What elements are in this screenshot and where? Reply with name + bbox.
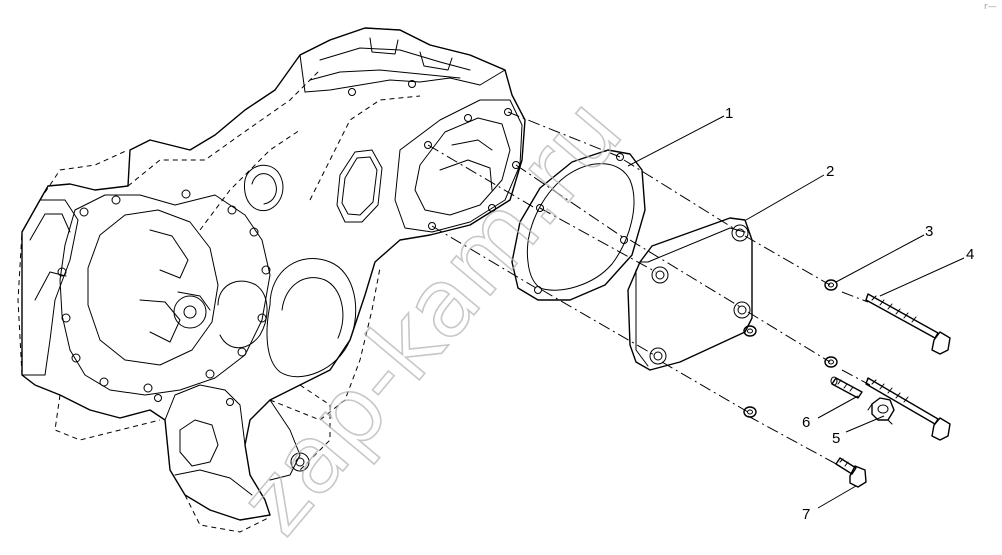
stud-bolt — [830, 376, 863, 399]
gear-housing — [17, 27, 526, 533]
callout-label-2: 2 — [826, 163, 834, 180]
long-bolt-upper — [865, 293, 951, 355]
callout-label-3: 3 — [925, 223, 933, 240]
assembly-lines — [427, 111, 871, 467]
callout-label-6: 6 — [802, 414, 810, 431]
gasket — [511, 149, 646, 301]
callout-label-4: 4 — [966, 246, 974, 263]
short-bolt — [835, 457, 867, 488]
callout-label-1: 1 — [725, 105, 733, 122]
corner-mark: r— — [984, 2, 997, 12]
callout-label-7: 7 — [802, 506, 810, 523]
leader-lines — [627, 115, 965, 509]
callout-labels: 1 2 3 4 6 5 7 — [725, 105, 974, 523]
callout-label-5: 5 — [832, 430, 840, 447]
washer-group — [743, 279, 838, 418]
long-bolt-lower — [865, 377, 951, 441]
cover-plate — [627, 217, 753, 371]
flange-nut — [867, 397, 895, 425]
